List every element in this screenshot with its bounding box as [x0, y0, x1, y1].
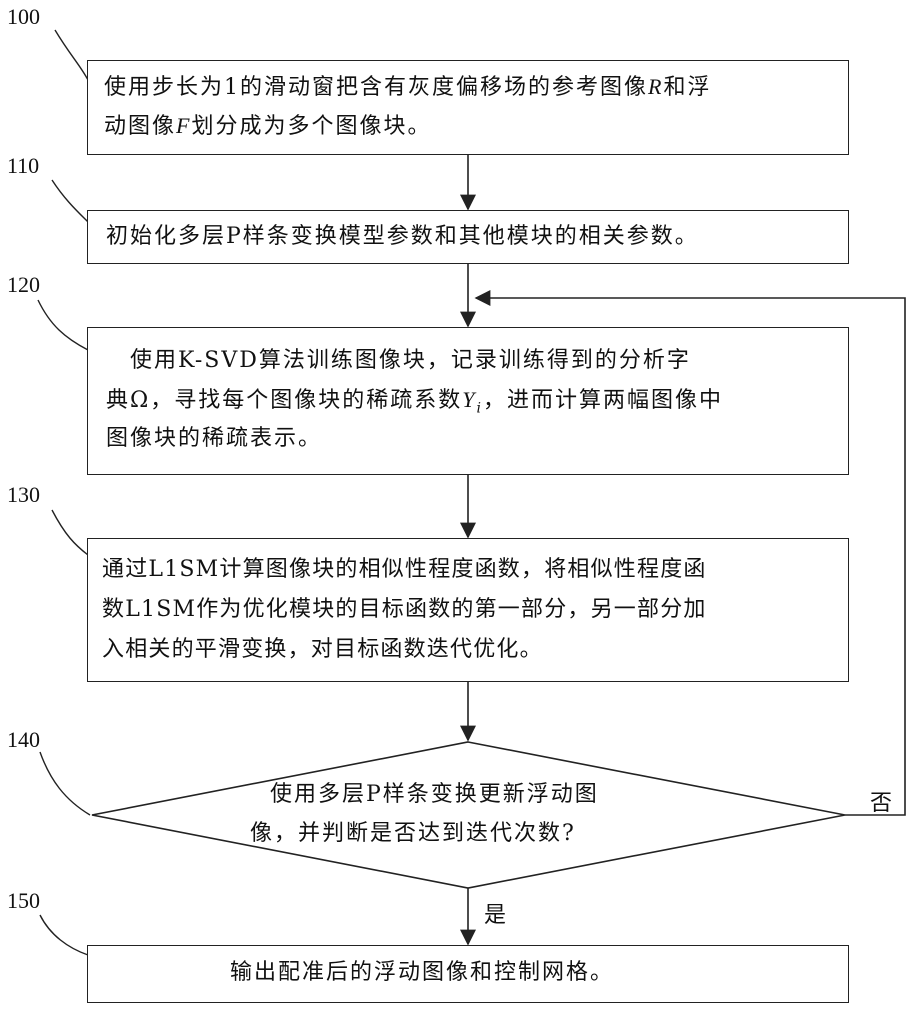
step-text-120-line3: 图像块的稀疏表示。 — [106, 420, 322, 458]
step-text-120: 使用K-SVD算法训练图像块，记录训练得到的分析字 — [130, 342, 691, 380]
decision-text-140: 使用多层P样条变换更新浮动图 — [270, 776, 599, 814]
step-text-150: 输出配准后的浮动图像和控制网格。 — [230, 954, 614, 992]
leader-100 — [55, 30, 88, 80]
branch-yes-label: 是 — [484, 897, 506, 929]
step-text-130: 通过L1SM计算图像块的相似性程度函数，将相似性程度函 — [102, 551, 707, 589]
step-text-130-line2: 数L1SM作为优化模块的目标函数的第一部分，另一部分加 — [102, 591, 707, 629]
leader-130 — [52, 510, 88, 555]
step-number: 100 — [7, 4, 40, 30]
step-number: 130 — [7, 482, 40, 508]
step-text-100-line2: 动图像F划分成为多个图像块。 — [104, 107, 431, 146]
step-number: 150 — [7, 888, 40, 914]
leader-150 — [40, 915, 88, 955]
step-text-100: 使用步长为1的滑动窗把含有灰度偏移场的参考图像R和浮 — [104, 68, 711, 107]
branch-no-label: 否 — [870, 785, 892, 817]
decision-text-140-line2: 像，并判断是否达到迭代次数? — [250, 815, 576, 853]
step-number: 120 — [7, 272, 40, 298]
leader-110 — [52, 180, 88, 222]
step-text-130-line3: 入相关的平滑变换，对目标函数迭代优化。 — [102, 631, 543, 669]
leader-140 — [40, 752, 90, 815]
step-number: 110 — [7, 153, 39, 179]
leader-120 — [38, 300, 88, 350]
step-text-110: 初始化多层P样条变换模型参数和其他模块的相关参数。 — [106, 218, 699, 256]
step-number: 140 — [7, 727, 40, 753]
